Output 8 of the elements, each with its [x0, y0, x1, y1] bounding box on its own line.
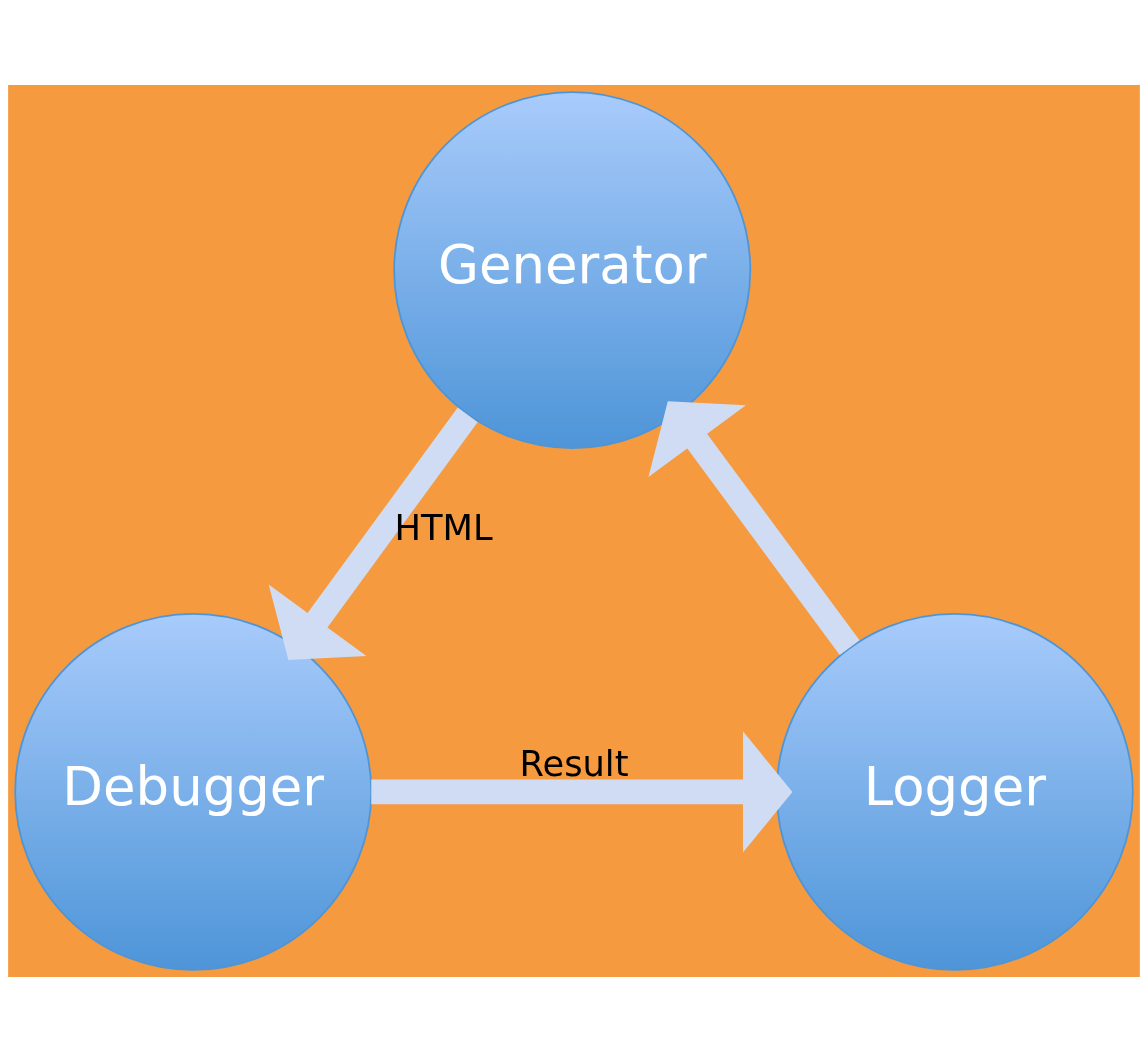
node-circle: Debugger — [14, 612, 373, 971]
edge-label: Result — [519, 742, 629, 784]
edge-label: HTML — [394, 506, 493, 548]
arrow — [648, 400, 860, 655]
node-circle: Generator — [393, 90, 752, 449]
arrow — [371, 730, 793, 852]
arrow — [268, 407, 478, 660]
node-circle: Logger — [775, 612, 1134, 971]
